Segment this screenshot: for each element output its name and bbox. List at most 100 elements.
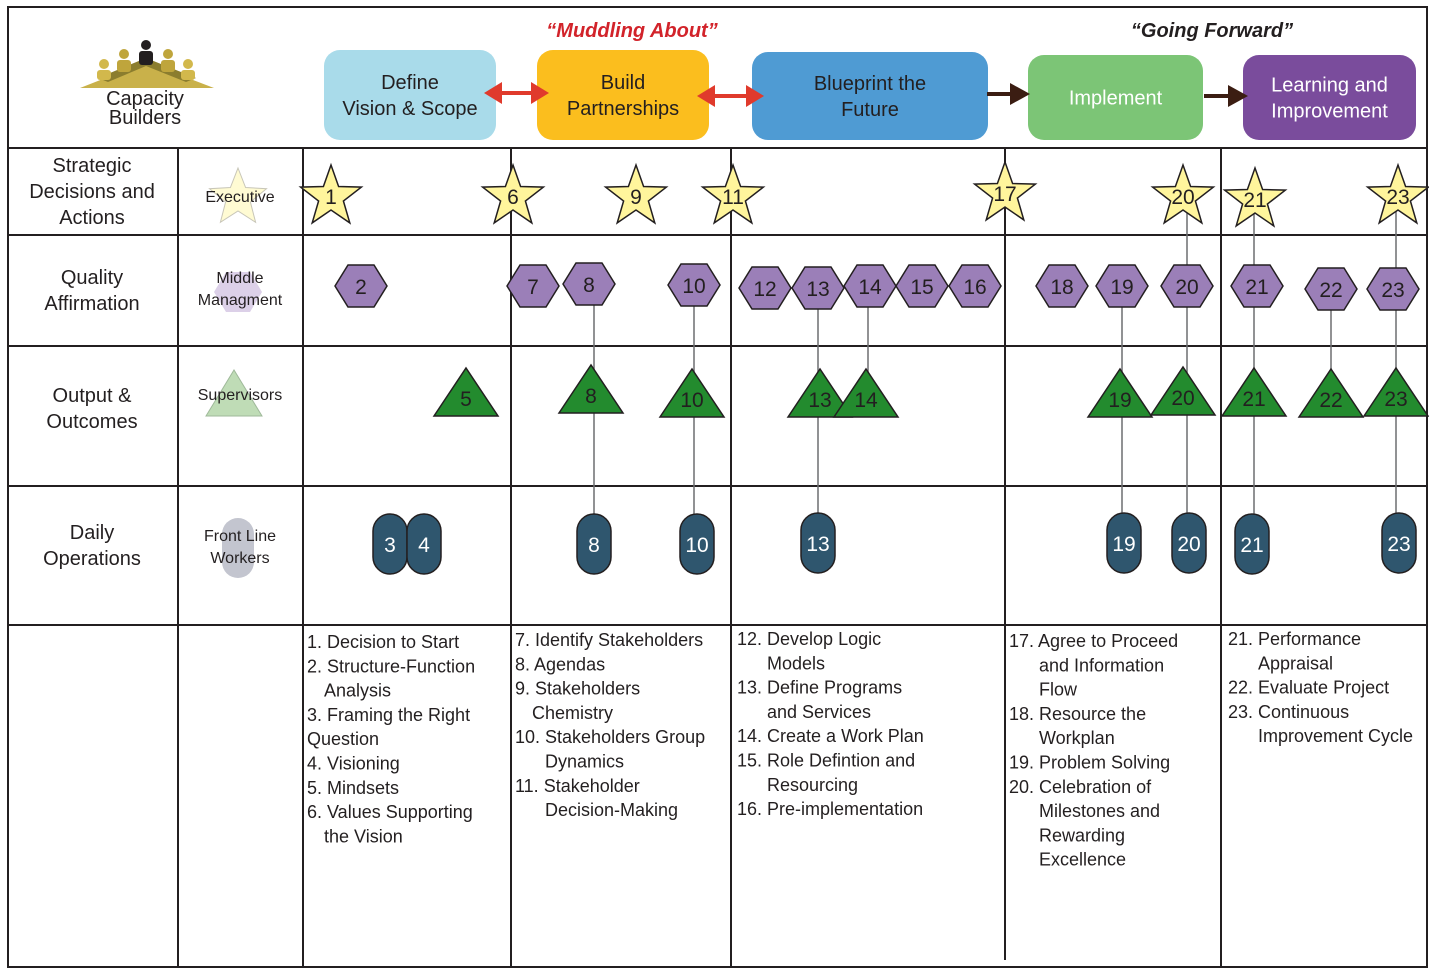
marker-label: 23	[1386, 186, 1409, 209]
marker-label: 19	[1108, 389, 1131, 412]
hexagon-marker: 8	[562, 262, 616, 306]
role-label: Middle	[216, 270, 263, 287]
marker-label: 2	[355, 276, 367, 299]
marker-label: 21	[1245, 276, 1268, 299]
triangle-marker: 10	[658, 367, 726, 418]
step-list-item: 16. Pre-implementation	[737, 799, 923, 819]
step-list-item: Milestones and	[1039, 801, 1160, 821]
phase-label: Future	[841, 99, 899, 121]
hexagon-marker: 10	[667, 263, 721, 307]
step-list-item: 14. Create a Work Plan	[737, 726, 924, 746]
role-label: Managment	[198, 292, 283, 309]
row-label: Outcomes	[46, 411, 137, 433]
link-lines	[593, 210, 1397, 520]
capsule-marker: 23	[1381, 512, 1417, 574]
headline-muddling-about: “Muddling About”	[546, 20, 717, 42]
step-list-item: 1. Decision to Start	[307, 632, 459, 652]
hexagon-marker: 21	[1230, 264, 1284, 308]
marker-label: 8	[585, 385, 597, 408]
step-list-item: 11. Stakeholder	[515, 776, 640, 796]
marker-label: 21	[1242, 388, 1265, 411]
marker-label: 19	[1112, 533, 1135, 556]
marker-label: 23	[1387, 533, 1410, 556]
headline-going-forward: “Going Forward”	[1131, 20, 1293, 42]
triangle-marker: 5	[432, 366, 500, 417]
phase-label: Learning and	[1271, 75, 1388, 97]
hexagon-marker: 18	[1035, 264, 1089, 308]
phase-label: Build	[601, 72, 645, 94]
connector-4	[1204, 85, 1248, 107]
hexagon-marker: 22	[1304, 267, 1358, 311]
role-label: Supervisors	[198, 387, 282, 404]
triangle-marker: 22	[1297, 367, 1365, 418]
hexagon-marker: 16	[948, 264, 1002, 308]
star-marker: 11	[700, 162, 766, 225]
marker-label: 12	[753, 278, 776, 301]
hexagon-marker: 7	[506, 264, 560, 308]
marker-label: 19	[1110, 276, 1133, 299]
capsule-marker: 8	[576, 513, 612, 575]
step-list-item: 13. Define Programs	[737, 678, 902, 698]
role-label: Front Line	[204, 528, 276, 545]
hexagon-marker: 13	[791, 266, 845, 310]
step-list-item: 5. Mindsets	[307, 778, 399, 798]
marker-label: 15	[910, 276, 933, 299]
marker-label: 23	[1381, 279, 1404, 302]
hexagon-marker: 20	[1160, 264, 1214, 308]
star-marker: 6	[480, 162, 546, 225]
row-label: Operations	[43, 548, 141, 570]
star-marker: 23	[1365, 162, 1429, 225]
marker-label: 3	[384, 534, 396, 557]
marker-label: 10	[682, 275, 705, 298]
marker-label: 1	[325, 186, 337, 209]
marker-label: 6	[507, 186, 519, 209]
star-marker: 20	[1150, 162, 1216, 225]
marker-label: 21	[1243, 189, 1266, 212]
triangle-marker: 19	[1086, 367, 1154, 418]
marker-label: 8	[588, 534, 600, 557]
marker-label: 11	[722, 186, 744, 209]
step-list-2: 7. Identify Stakeholders 8. Agendas 9. Sta…	[515, 630, 705, 820]
hexagon-marker: 12	[738, 266, 792, 310]
phase-label: Define	[381, 72, 439, 94]
step-list-item: 3. Framing the Right	[307, 705, 470, 725]
step-list-item: 22. Evaluate Project	[1228, 678, 1389, 698]
step-list-item: 9. Stakeholders	[515, 679, 640, 699]
triangle-marker: 21	[1220, 366, 1288, 417]
step-list-item: 8. Agendas	[515, 654, 605, 674]
triangle-marker: 13	[786, 367, 854, 418]
step-list-item: Rewarding	[1039, 825, 1125, 845]
role-3: Supervisors	[198, 369, 282, 417]
hexagon-marker: 15	[895, 264, 949, 308]
step-list-item: 23. Continuous	[1228, 702, 1349, 722]
capsule-marker: 13	[800, 512, 836, 574]
star-marker: 1	[298, 162, 364, 225]
step-list-item: 15. Role Defintion and	[737, 751, 915, 771]
capsule-marker: 20	[1171, 512, 1207, 574]
step-list-item: Excellence	[1039, 850, 1126, 870]
role-1: Executive	[205, 166, 275, 224]
row-label: Decisions and	[29, 181, 155, 203]
role-label: Workers	[210, 550, 269, 567]
marker-label: 14	[858, 276, 882, 299]
step-list-item: Resourcing	[767, 775, 858, 795]
marker-label: 4	[418, 534, 430, 557]
capsule-icon	[222, 518, 254, 578]
marker-label: 17	[993, 183, 1016, 206]
phase-label: Implement	[1069, 88, 1163, 110]
step-list-item: 10. Stakeholders Group	[515, 727, 705, 747]
marker-label: 13	[806, 533, 829, 556]
phase-label: Blueprint the	[814, 73, 926, 95]
marker-label: 21	[1240, 534, 1263, 557]
phase-label: Vision & Scope	[342, 98, 477, 120]
step-list-item: Question	[307, 729, 379, 749]
triangle-marker: 8	[557, 363, 625, 414]
step-list-item: 7. Identify Stakeholders	[515, 630, 703, 650]
step-list-item: 18. Resource the	[1009, 704, 1146, 724]
